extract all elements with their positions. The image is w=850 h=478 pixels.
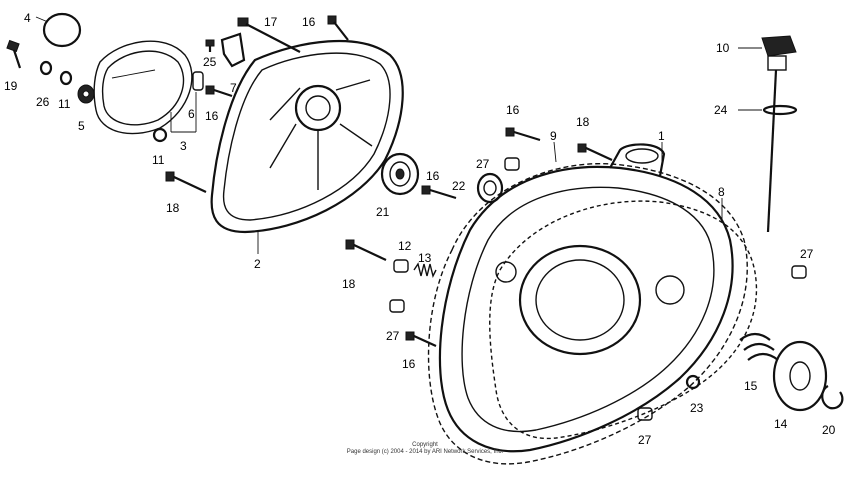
callout-21: 21 <box>376 205 390 219</box>
callout-27: 27 <box>638 433 652 447</box>
part-27-dowel-c <box>791 265 807 279</box>
copyright-line-2: Page design (c) 2004 - 2014 by ARI Netwo… <box>347 449 504 455</box>
callout-7: 7 <box>230 81 237 95</box>
part-3-outer-cover <box>93 40 193 135</box>
callout-14: 14 <box>774 417 788 431</box>
part-16-bolt-e <box>405 331 437 348</box>
part-22-seal <box>476 172 504 204</box>
part-18-bolt-b <box>577 143 613 161</box>
part-4-o-ring <box>42 12 82 48</box>
part-21-bearing <box>380 152 420 196</box>
part-9-gasket <box>427 162 748 465</box>
callout-16: 16 <box>402 357 416 371</box>
callout-16: 16 <box>426 169 440 183</box>
part-27-dowel-a <box>504 157 520 171</box>
part-16-bolt-b <box>327 15 349 41</box>
callout-2: 2 <box>254 257 261 271</box>
part-5-nut <box>77 84 95 104</box>
part-19-bolt <box>6 39 22 69</box>
callout-4: 4 <box>24 11 31 25</box>
callout-8: 8 <box>718 185 725 199</box>
part-12-dowel <box>393 259 409 273</box>
part-23-o-ring <box>685 374 701 390</box>
part-11-washer-a <box>59 70 73 86</box>
callout-27: 27 <box>386 329 400 343</box>
part-7-bracket <box>220 32 246 68</box>
callout-17: 17 <box>264 15 278 29</box>
callout-16: 16 <box>205 109 219 123</box>
callout-18: 18 <box>166 201 180 215</box>
callout-6: 6 <box>188 107 195 121</box>
callout-25: 25 <box>203 55 217 69</box>
part-14-plate <box>772 340 828 412</box>
part-16-bolt-c <box>421 185 457 200</box>
callout-15: 15 <box>744 379 758 393</box>
callout-10: 10 <box>716 41 730 55</box>
copyright-line-1: Copyright <box>412 442 438 448</box>
part-6-dowel <box>192 71 204 91</box>
callout-1: 1 <box>658 129 665 143</box>
callout-13: 13 <box>418 251 432 265</box>
part-11-washer-b <box>152 127 168 143</box>
callout-27: 27 <box>476 157 490 171</box>
callout-11: 11 <box>58 97 71 111</box>
callout-22: 22 <box>452 179 466 193</box>
callout-24: 24 <box>714 103 728 117</box>
callout-16: 16 <box>506 103 520 117</box>
callout-12: 12 <box>398 239 412 253</box>
part-18-bolt-c <box>345 239 387 261</box>
part-26-washer <box>39 60 53 76</box>
part-15-spring <box>739 332 779 361</box>
part-13-spring <box>413 262 437 279</box>
part-1-crankcase-cover <box>438 143 734 453</box>
callout-16: 16 <box>302 15 316 29</box>
callout-5: 5 <box>78 119 85 133</box>
callout-19: 19 <box>4 79 18 93</box>
part-8-gasket <box>489 200 758 440</box>
callout-3: 3 <box>180 139 187 153</box>
callout-20: 20 <box>822 423 836 437</box>
part-24-o-ring <box>762 104 798 116</box>
part-20-circlip <box>821 385 844 410</box>
part-16-bolt-a <box>205 85 233 98</box>
part-10-oil-filler-cap <box>761 35 797 233</box>
part-27-dowel-b <box>389 299 405 313</box>
callout-23: 23 <box>690 401 704 415</box>
part-25-bolt <box>205 39 215 52</box>
callout-11: 11 <box>152 153 165 167</box>
part-2-inner-cover <box>210 39 404 254</box>
callout-18: 18 <box>576 115 590 129</box>
part-18-bolt-a <box>165 171 207 193</box>
callout-26: 26 <box>36 95 50 109</box>
callout-18: 18 <box>342 277 356 291</box>
callout-9: 9 <box>550 129 557 143</box>
callout-27: 27 <box>800 247 814 261</box>
part-16-bolt-d <box>505 127 541 142</box>
